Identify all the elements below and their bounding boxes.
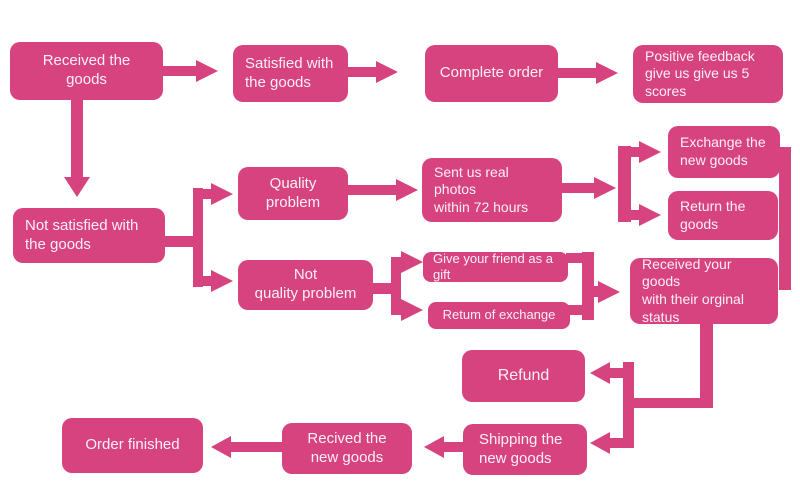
arrow-head-icon — [401, 251, 423, 273]
arrow-head-icon — [211, 436, 231, 458]
arrow-head-icon — [424, 436, 444, 458]
connector-line — [779, 147, 791, 290]
arrow-head-icon — [590, 432, 610, 454]
node-quality-problem: Quality problem — [238, 167, 348, 220]
node-received-original-status: Received your goods with their orginal s… — [630, 256, 778, 325]
node-positive-feedback: Positive feedback give us give us 5 scor… — [633, 45, 783, 103]
node-give-friend-gift: Give your friend as a gift — [423, 251, 568, 282]
node-sent-real-photos: Sent us real photos within 72 hours — [422, 158, 562, 222]
node-not-satisfied: Not satisfied with the goods — [13, 208, 165, 263]
connector-line — [700, 322, 713, 408]
connector-line — [391, 257, 401, 315]
arrow-head-icon — [211, 183, 233, 205]
node-received-the-goods: Received the goods — [10, 42, 163, 100]
arrow-shaft — [610, 368, 624, 378]
connector-line — [566, 253, 584, 263]
arrow-head-icon — [211, 270, 233, 292]
node-return-the-goods: Return the goods — [668, 191, 778, 240]
arrow-head-icon — [594, 177, 616, 199]
connector-line — [618, 146, 631, 222]
arrow-shaft — [631, 210, 639, 220]
arrow-head-icon — [598, 281, 620, 303]
arrow-head-icon — [376, 61, 398, 83]
connector-line — [623, 398, 713, 408]
arrow-shaft — [163, 66, 196, 76]
arrow-shaft — [348, 67, 376, 77]
arrow-head-icon — [639, 141, 661, 163]
arrow-shaft — [348, 185, 396, 195]
arrow-head-icon — [590, 362, 610, 384]
node-refund: Refund — [462, 350, 585, 402]
connector-line — [623, 362, 634, 448]
arrow-shaft — [203, 189, 213, 199]
node-recived-new-goods: Recived the new goods — [282, 423, 412, 474]
node-shipping-new-goods: Shipping the new goods — [463, 424, 587, 475]
node-retum-of-exchange: Retum of exchange — [428, 302, 570, 329]
connector-line — [373, 283, 393, 294]
arrow-head-icon — [396, 179, 418, 201]
arrow-head-icon — [64, 177, 90, 197]
arrow-shaft — [444, 442, 463, 452]
arrow-shaft — [203, 276, 213, 286]
arrow-head-icon — [596, 62, 618, 84]
node-not-quality-problem: Not quality problem — [238, 260, 373, 310]
node-order-finished: Order finished — [62, 418, 203, 473]
arrow-shaft — [631, 147, 639, 157]
arrow-head-icon — [401, 299, 423, 321]
arrow-shaft — [231, 442, 282, 452]
connector-line — [165, 236, 195, 247]
arrow-head-icon — [196, 60, 218, 82]
node-complete-order: Complete order — [425, 45, 558, 102]
arrow-shaft — [558, 68, 596, 78]
node-exchange-new-goods: Exchange the new goods — [668, 126, 780, 178]
connector-line — [568, 305, 584, 315]
connector-line — [582, 252, 594, 320]
connector-line — [193, 188, 203, 287]
arrow-shaft — [562, 183, 594, 193]
arrow-shaft — [71, 100, 83, 178]
node-satisfied-with-goods: Satisfied with the goods — [233, 45, 348, 102]
arrow-shaft — [610, 438, 624, 448]
arrow-head-icon — [639, 204, 661, 226]
